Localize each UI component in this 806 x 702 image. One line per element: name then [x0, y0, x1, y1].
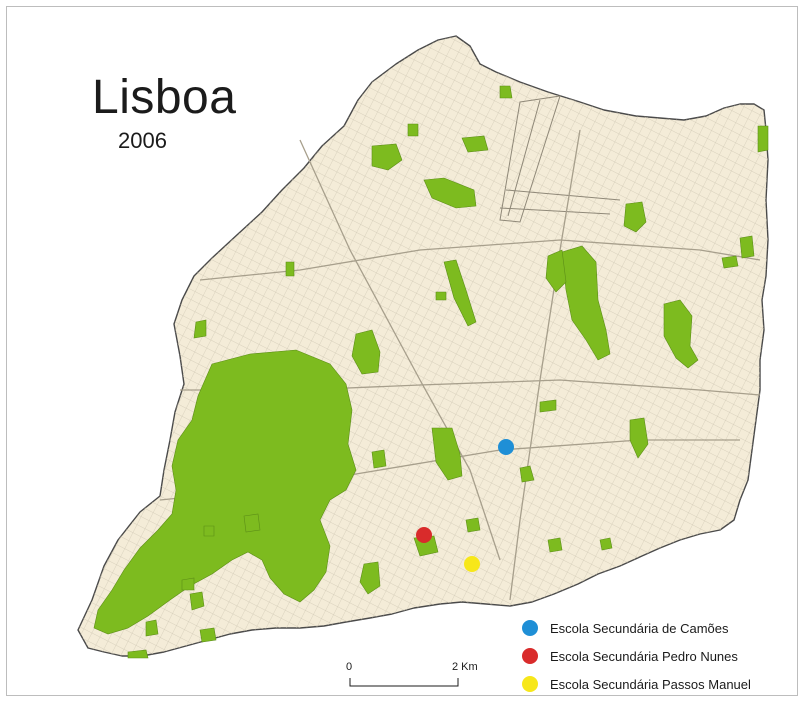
- school-marker-camoes[interactable]: [498, 439, 514, 455]
- scale-start-label: 0: [346, 661, 352, 673]
- legend: Escola Secundária de Camões Escola Secun…: [522, 614, 751, 698]
- school-marker-pedro-nunes[interactable]: [416, 527, 432, 543]
- red-dot-icon: [522, 648, 538, 664]
- school-markers: [416, 439, 514, 572]
- map-title: Lisboa: [92, 71, 237, 124]
- scale-end-label: 2 Km: [452, 661, 478, 673]
- legend-item-camoes: Escola Secundária de Camões: [522, 614, 751, 642]
- legend-label: Escola Secundária Pedro Nunes: [550, 648, 738, 664]
- green-areas: [93, 85, 769, 659]
- monsanto-forest-park: [93, 349, 357, 635]
- school-marker-passos-manuel[interactable]: [464, 556, 480, 572]
- blue-dot-icon: [522, 620, 538, 636]
- legend-label: Escola Secundária Passos Manuel: [550, 676, 751, 692]
- legend-item-passos-manuel: Escola Secundária Passos Manuel: [522, 670, 751, 698]
- map-year: 2006: [118, 128, 167, 153]
- legend-item-pedro-nunes: Escola Secundária Pedro Nunes: [522, 642, 751, 670]
- airport-runways: [499, 95, 621, 223]
- scale-bar: [349, 678, 459, 687]
- legend-label: Escola Secundária de Camões: [550, 620, 729, 636]
- yellow-dot-icon: [522, 676, 538, 692]
